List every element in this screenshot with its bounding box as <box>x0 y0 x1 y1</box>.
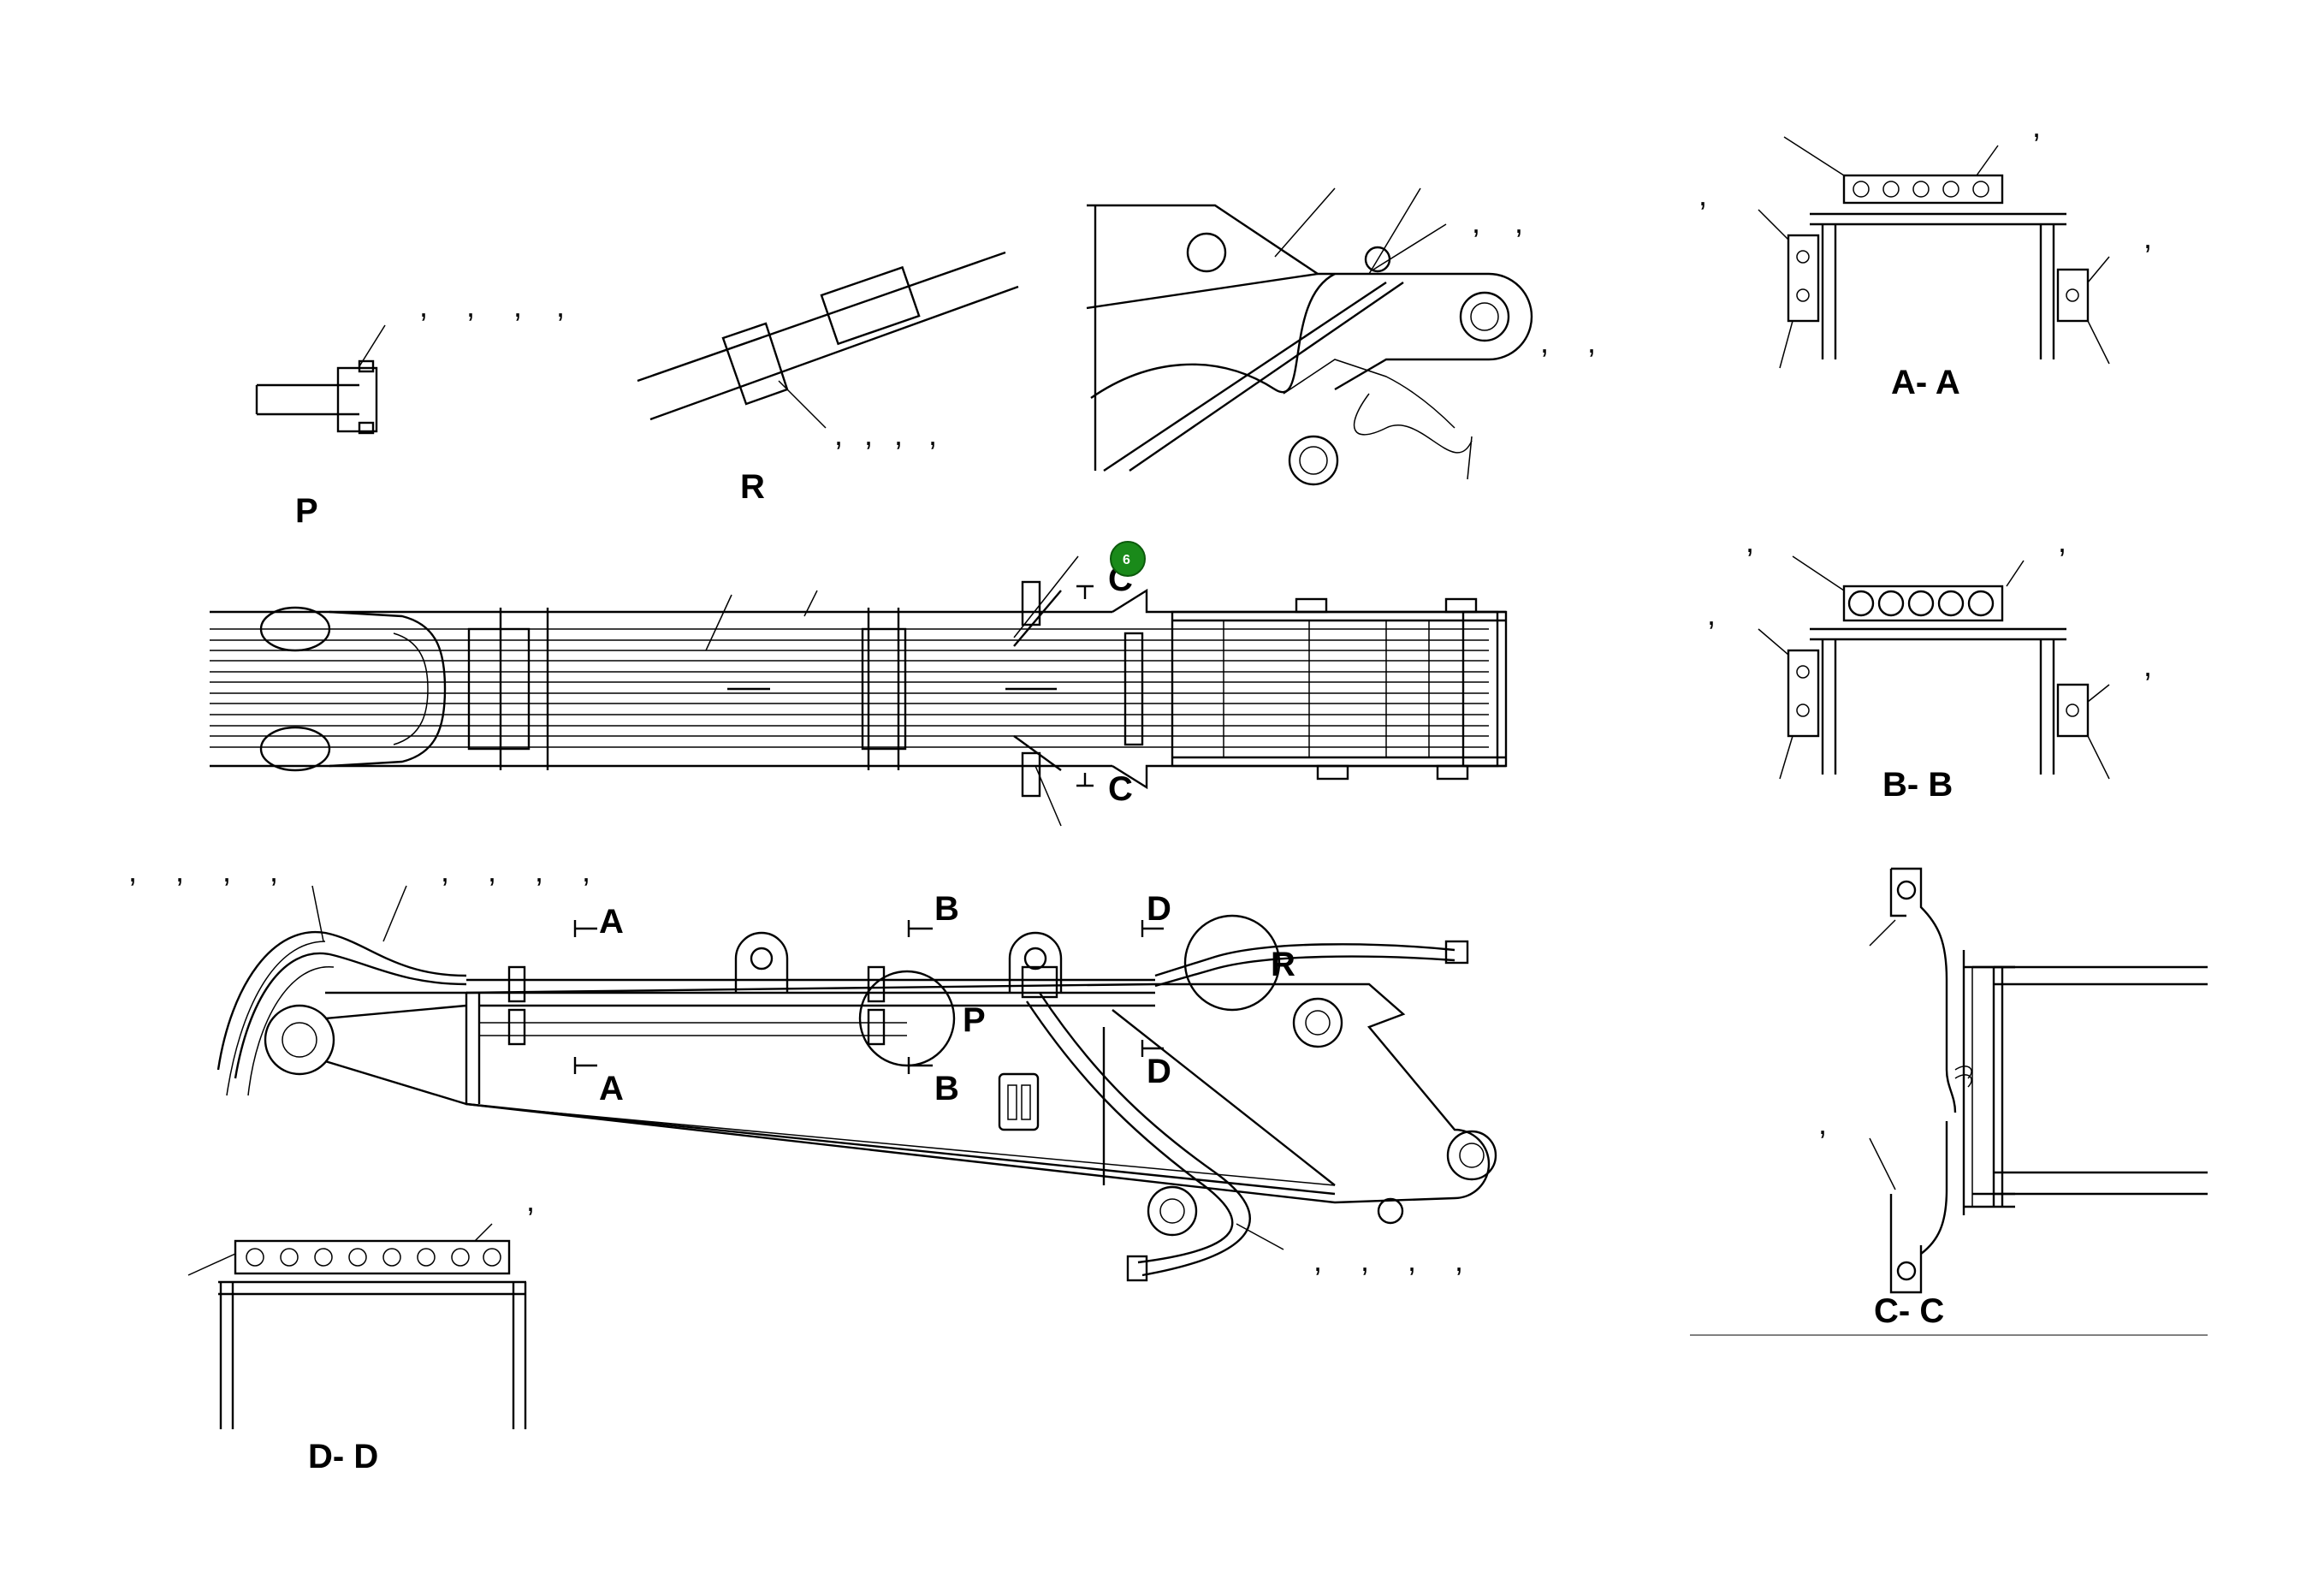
callout-comma: , <box>535 853 543 888</box>
callout-comma: , <box>1472 205 1480 240</box>
callout-comma: , <box>2143 648 2152 683</box>
callout-comma: , <box>466 288 475 324</box>
section-bb-view: , , , , B- B <box>1707 524 2152 804</box>
callout-comma: , <box>1699 177 1707 212</box>
callout-comma: , <box>1587 324 1596 359</box>
section-mark-a-top: A <box>599 903 624 941</box>
callout-comma: , <box>2032 109 2041 144</box>
section-dd-view: , D- D <box>187 1183 535 1475</box>
section-mark-c-bottom: C <box>1108 770 1133 808</box>
section-mark-b-bottom: B <box>934 1070 959 1107</box>
view-label-cc: C- C <box>1874 1292 1944 1330</box>
callout-comma: , <box>1408 1243 1416 1278</box>
callout-comma: , <box>526 1183 535 1218</box>
callout-comma: , <box>1746 524 1754 559</box>
section-aa-view: , , , A- A <box>1699 109 2152 401</box>
callout-comma: , <box>441 853 449 888</box>
callout-comma: , <box>270 853 278 888</box>
svg-text:6: 6 <box>1123 553 1130 567</box>
detail-mark-p: P <box>963 1001 986 1039</box>
boom-plan-view: C C <box>210 555 1508 827</box>
callout-comma: , <box>834 417 843 452</box>
callout-comma: , <box>513 288 522 324</box>
view-label-aa: A- A <box>1891 364 1960 401</box>
view-label-p: P <box>295 492 318 530</box>
detail-p-view: , , , , P <box>255 288 565 530</box>
callout-comma: , <box>1313 1243 1322 1278</box>
callout-comma: , <box>864 417 873 452</box>
callout-comma: , <box>128 853 137 888</box>
callout-comma: , <box>1707 597 1716 632</box>
boom-nose-detail: , , , , <box>1086 187 1596 486</box>
callout-comma: , <box>175 853 184 888</box>
section-mark-a-bottom: A <box>599 1070 624 1107</box>
callout-marker-6[interactable]: 6 <box>1110 541 1146 577</box>
callout-comma: , <box>488 853 496 888</box>
detail-r-view: , , , , R <box>637 251 1019 506</box>
view-label-bb: B- B <box>1882 766 1953 804</box>
section-mark-d-top: D <box>1147 890 1171 928</box>
callout-comma: , <box>894 417 903 452</box>
callout-comma: , <box>556 288 565 324</box>
callout-comma: , <box>2058 524 2066 559</box>
callout-comma: , <box>1540 324 1549 359</box>
callout-comma: , <box>582 853 590 888</box>
callout-comma: , <box>1361 1243 1369 1278</box>
boom-side-view: P R A A B B D D <box>128 853 1497 1282</box>
section-cc-view: , C- C <box>1690 867 2208 1336</box>
callout-comma: , <box>1515 205 1523 240</box>
callout-comma: , <box>1818 1106 1827 1141</box>
detail-mark-r: R <box>1271 946 1295 983</box>
callout-comma: , <box>1455 1243 1463 1278</box>
view-label-dd: D- D <box>308 1438 378 1475</box>
section-mark-b-top: B <box>934 890 959 928</box>
callout-comma: , <box>2143 220 2152 255</box>
view-label-r: R <box>740 468 765 506</box>
section-mark-d-bottom: D <box>1147 1053 1171 1090</box>
callout-comma: , <box>222 853 231 888</box>
callout-comma: , <box>928 417 937 452</box>
callout-comma: , <box>419 288 428 324</box>
